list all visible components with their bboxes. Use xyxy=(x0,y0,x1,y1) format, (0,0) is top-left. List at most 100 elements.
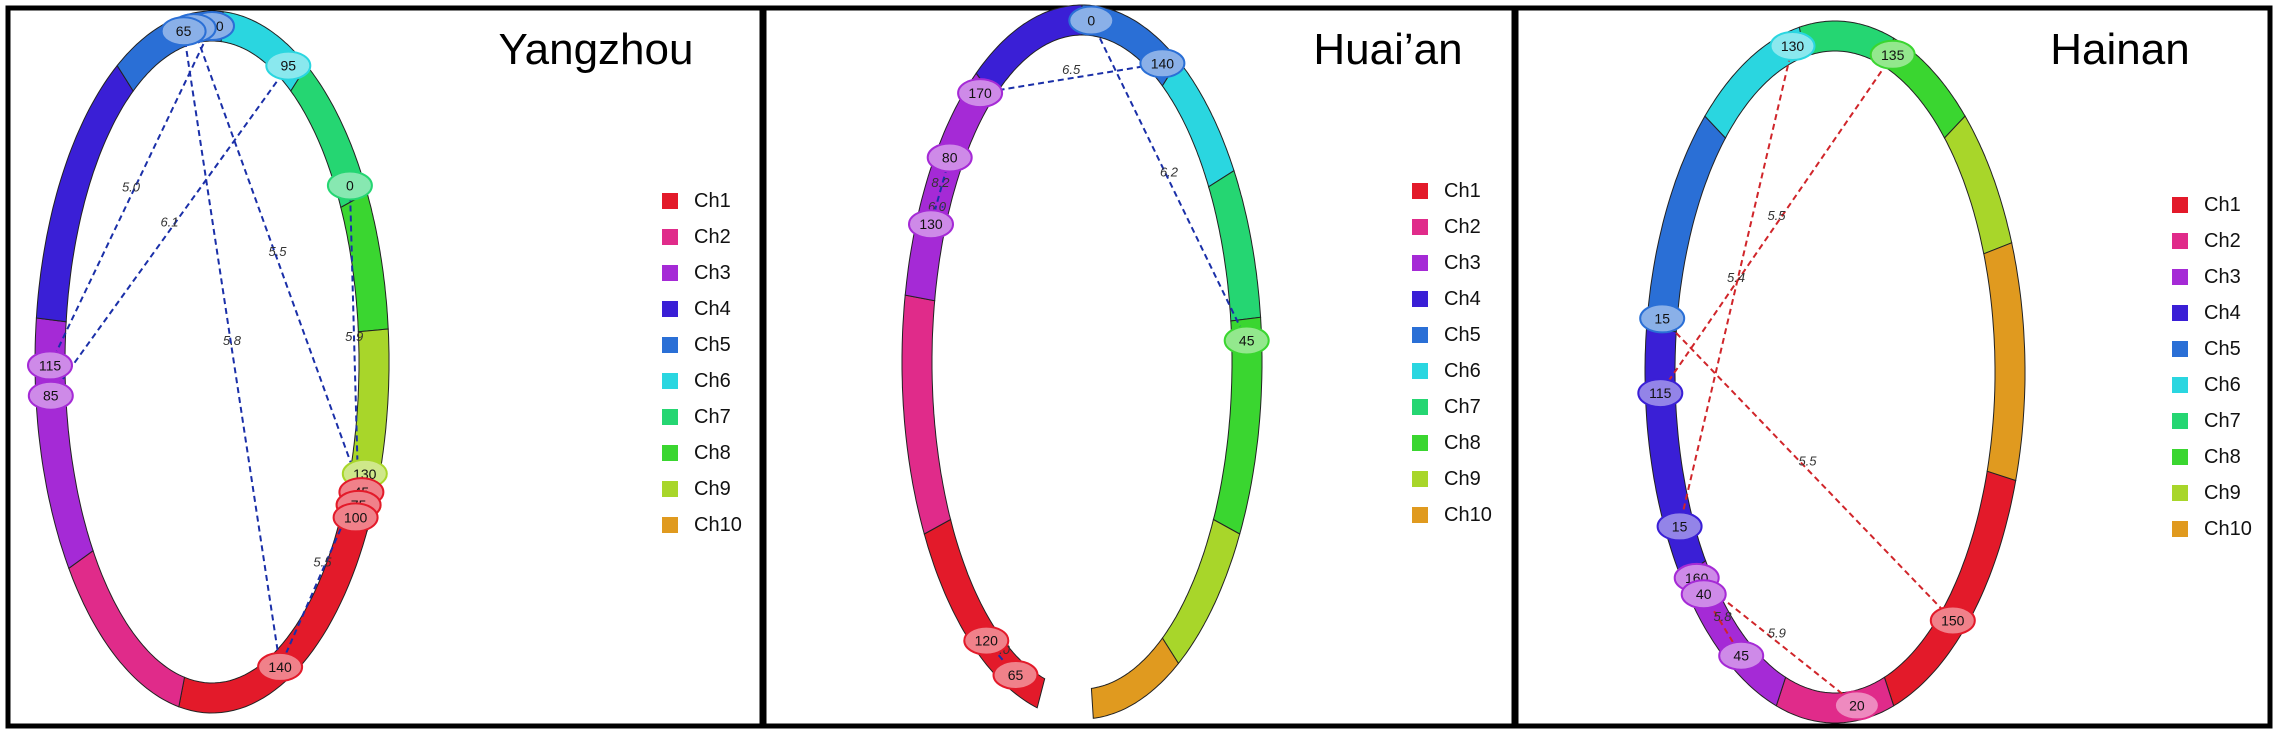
chromosome-arc-ch10 xyxy=(1983,242,2026,482)
locus-marker-label: 115 xyxy=(1649,385,1672,401)
legend-label: Ch7 xyxy=(694,406,731,428)
legend-label: Ch1 xyxy=(1444,180,1481,202)
panel-title: Yangzhou xyxy=(499,25,694,74)
locus-marker: 100 xyxy=(332,502,379,533)
legend-label: Ch6 xyxy=(1444,360,1481,382)
legend-label: Ch4 xyxy=(694,298,731,320)
legend-label: Ch9 xyxy=(694,478,731,500)
linkage-line xyxy=(985,639,1017,676)
legend-label: Ch5 xyxy=(694,334,731,356)
linkage-label: 6.2 xyxy=(1160,165,1179,180)
locus-marker: 20 xyxy=(1833,690,1880,721)
locus-marker-label: 45 xyxy=(1239,333,1255,349)
panel-title: Huai’an xyxy=(1313,25,1462,74)
linkage-line xyxy=(192,27,363,493)
linkage-label: 5.8 xyxy=(1713,609,1732,624)
legend-label: Ch2 xyxy=(1444,216,1481,238)
legend-label: Ch8 xyxy=(2204,446,2241,468)
legend-swatch-ch7 xyxy=(662,409,678,425)
linkage-line xyxy=(979,62,1163,95)
legend-swatch-ch4 xyxy=(662,301,678,317)
legend-label: Ch2 xyxy=(694,226,731,248)
legend-label: Ch8 xyxy=(1444,432,1481,454)
legend-label: Ch3 xyxy=(1444,252,1481,274)
legend-label: Ch10 xyxy=(1444,504,1492,526)
legend-swatch-ch1 xyxy=(1412,183,1428,199)
locus-marker: 140 xyxy=(257,651,304,682)
locus-marker-label: 0 xyxy=(1087,13,1095,29)
legend-swatch-ch9 xyxy=(2172,485,2188,501)
locus-marker: 15 xyxy=(1656,511,1703,542)
locus-marker-label: 95 xyxy=(281,58,297,74)
locus-marker-label: 140 xyxy=(268,659,292,675)
legend-label: Ch4 xyxy=(1444,288,1481,310)
locus-marker: 45 xyxy=(1718,640,1765,671)
locus-marker-label: 20 xyxy=(1849,697,1865,713)
linkage-label: 5.5 xyxy=(1798,454,1817,469)
linkage-line xyxy=(49,65,290,397)
legend-label: Ch1 xyxy=(694,190,731,212)
legend-label: Ch1 xyxy=(2204,194,2241,216)
legend-swatch-ch3 xyxy=(2172,269,2188,285)
legend-swatch-ch9 xyxy=(662,481,678,497)
linkage-line xyxy=(348,185,360,505)
locus-marker-label: 130 xyxy=(1781,38,1805,54)
legend-label: Ch2 xyxy=(2204,230,2241,252)
legend-label: Ch3 xyxy=(694,262,731,284)
linkage-line xyxy=(49,25,213,366)
legend-swatch-ch3 xyxy=(1412,255,1428,271)
locus-marker: 120 xyxy=(963,625,1010,656)
locus-marker-label: 130 xyxy=(919,216,943,232)
legend-swatch-ch5 xyxy=(1412,327,1428,343)
locus-marker: 15 xyxy=(1639,303,1686,334)
legend-swatch-ch6 xyxy=(662,373,678,389)
legend-label: Ch6 xyxy=(2204,374,2241,396)
linkage-label: 5.5 xyxy=(313,554,332,569)
locus-marker-label: 0 xyxy=(346,178,354,194)
locus-marker: 150 xyxy=(1929,605,1976,636)
locus-marker-label: 120 xyxy=(975,633,999,649)
locus-marker: 80 xyxy=(926,142,973,173)
locus-marker-label: 80 xyxy=(942,150,958,166)
legend-label: Ch9 xyxy=(1444,468,1481,490)
linkage-line xyxy=(1678,45,1794,527)
linkage-label: 6.5 xyxy=(1062,62,1081,77)
panel-title: Hainan xyxy=(2050,25,2189,74)
legend-swatch-ch2 xyxy=(1412,219,1428,235)
legend-swatch-ch8 xyxy=(662,445,678,461)
linkage-label: 6.1 xyxy=(160,215,178,230)
linkage-label: 5.0 xyxy=(122,180,141,195)
locus-marker-label: 45 xyxy=(1733,648,1749,664)
locus-marker-label: 100 xyxy=(344,509,368,525)
locus-marker-label: 85 xyxy=(43,388,59,404)
locus-marker: 135 xyxy=(1869,39,1916,70)
locus-marker-label: 65 xyxy=(1008,667,1024,683)
legend-label: Ch8 xyxy=(694,442,731,464)
locus-marker-label: 135 xyxy=(1881,47,1905,63)
locus-marker-label: 15 xyxy=(1672,518,1688,534)
legend-label: Ch4 xyxy=(2204,302,2241,324)
chromosome-arc-ch10 xyxy=(1090,637,1180,719)
locus-marker: 65 xyxy=(160,16,207,47)
locus-marker-label: 150 xyxy=(1941,613,1965,629)
legend-swatch-ch6 xyxy=(2172,377,2188,393)
linkage-label: 5.5 xyxy=(268,244,287,259)
locus-marker-label: 115 xyxy=(39,357,62,373)
legend-label: Ch10 xyxy=(694,514,742,536)
legend-label: Ch10 xyxy=(2204,518,2252,540)
locus-marker: 65 xyxy=(992,660,1039,690)
panel-huaian: Huai’an 6.26.56.08.26.0 4514006512017080… xyxy=(761,4,1517,729)
legend-swatch-ch3 xyxy=(662,265,678,281)
legend-swatch-ch4 xyxy=(2172,305,2188,321)
locus-marker: 140 xyxy=(1139,48,1186,79)
legend-swatch-ch1 xyxy=(2172,197,2188,213)
locus-marker: 115 xyxy=(27,350,73,381)
locus-marker: 95 xyxy=(265,50,312,81)
locus-marker-label: 40 xyxy=(1696,586,1712,602)
locus-marker: 40 xyxy=(1680,579,1727,610)
legend-label: Ch5 xyxy=(1444,324,1481,346)
legend-swatch-ch8 xyxy=(1412,435,1428,451)
panel-yangzhou: Yangzhou 5.95.55.55.55.86.15.0 095150856… xyxy=(5,5,765,729)
linkage-label: 5.9 xyxy=(1768,626,1786,641)
